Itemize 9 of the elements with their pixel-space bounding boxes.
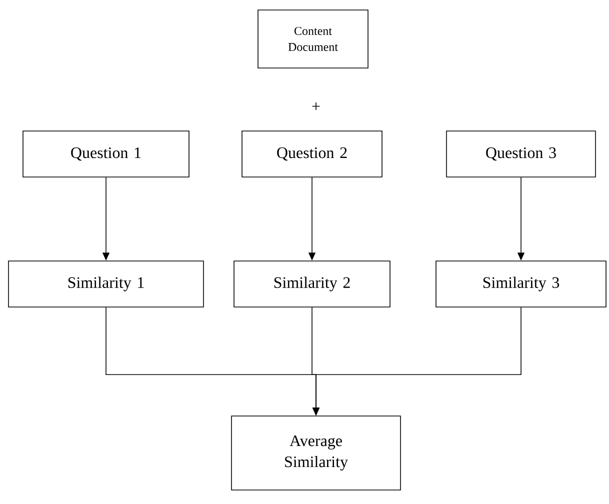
process-box: Content Document <box>258 10 368 68</box>
process-box: Question 2 <box>242 130 382 178</box>
process-box: Question 3 <box>446 130 596 178</box>
process-box: Similarity 3 <box>436 260 606 308</box>
process-box: Question 1 <box>22 130 190 178</box>
plus-sign: + <box>312 102 320 110</box>
process-box: Similarity 2 <box>234 260 390 308</box>
process-box: Average Similarity <box>231 416 401 490</box>
process-box: Similarity 1 <box>8 260 204 308</box>
